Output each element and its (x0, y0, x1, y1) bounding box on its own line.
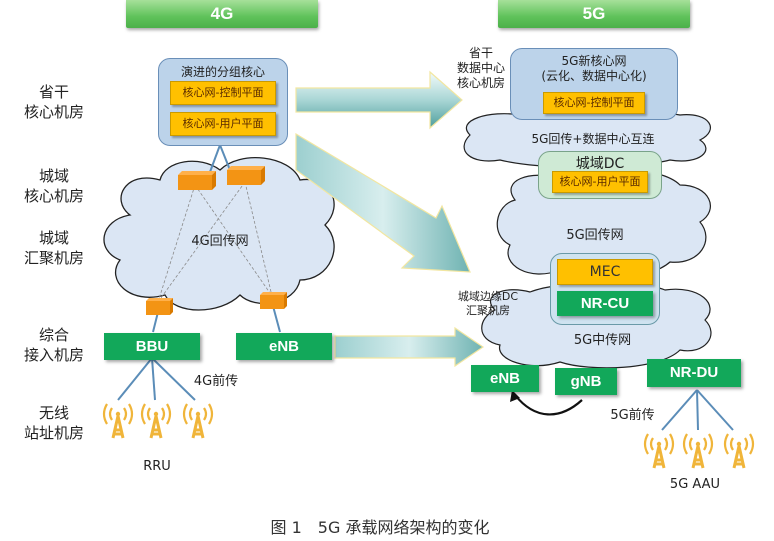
dc-label-line: 数据中心 (456, 61, 505, 75)
row-label-access: 综合 接入机房 (14, 325, 94, 365)
row-label-provincial-core: 省干 核心机房 (14, 82, 94, 122)
row-label-metro-agg: 城域 汇聚机房 (14, 228, 94, 268)
dc-label-line: 省干 (468, 46, 493, 60)
5g-core-control-plane: 核心网-控制平面 (543, 92, 645, 114)
rru-antenna-icon (102, 402, 134, 440)
nr-du-node: NR-DU (647, 359, 741, 387)
edge-dc-label: 城域边缘DC 汇聚机房 (448, 290, 528, 318)
4g-epc-panel: 演进的分组核心 核心网-控制平面 核心网-用户平面 (158, 58, 288, 146)
router-icon (227, 166, 265, 185)
5g-interconnect-label: 5G回传+数据中心互连 (531, 132, 655, 146)
epc-title: 演进的分组核心 (180, 65, 265, 79)
4g-mesh-links (157, 181, 273, 303)
core-title-line: (云化、数据中心化) (541, 69, 647, 83)
row-label-line: 城域 (38, 229, 69, 247)
4g-enb-node: eNB (236, 333, 332, 360)
router-icons (146, 166, 287, 315)
metro-dc-title: 城域DC (575, 156, 625, 172)
aau-antenna-icon (643, 432, 675, 470)
row-label-wireless: 无线 站址机房 (14, 403, 94, 443)
5g-dc-label: 省干 数据中心 核心机房 (448, 46, 514, 91)
5g-midhaul-label: 5G中传网 (573, 333, 632, 348)
row-label-line: 城域 (38, 167, 69, 185)
5g-core-panel: 5G新核心网 (云化、数据中心化) 核心网-控制平面 (510, 48, 678, 120)
gnb-to-enb-arrow (514, 394, 583, 416)
4g-core-links (117, 144, 734, 431)
row-label-line: 站址机房 (23, 424, 84, 442)
row-label-line: 接入机房 (23, 346, 84, 364)
rru-label: RRU (143, 459, 171, 474)
figure-caption: 图 1 5G 承载网络架构的变化 (270, 518, 490, 537)
rru-antenna-icon (182, 402, 214, 440)
router-icon (146, 298, 173, 315)
row-label-line: 核心机房 (23, 187, 84, 205)
4g-core-user-plane: 核心网-用户平面 (170, 112, 276, 136)
row-label-metro-core: 城域 核心机房 (14, 166, 94, 206)
row-label-line: 汇聚机房 (23, 249, 84, 267)
5g-core-user-plane: 核心网-用户平面 (552, 171, 648, 193)
arrow-core-to-core (295, 70, 463, 130)
4g-backhaul-cloud (103, 157, 335, 311)
row-label-line: 综合 (38, 326, 69, 344)
aau-antenna-icon (682, 432, 714, 470)
5g-fronthaul-label: 5G前传 (610, 408, 655, 423)
router-icon (178, 171, 216, 190)
mec-block: MEC (557, 259, 653, 285)
row-label-line: 核心机房 (23, 103, 84, 121)
4g-bbu-node: BBU (104, 333, 200, 360)
row-label-line: 无线 (38, 404, 69, 422)
5g-enb-node: eNB (471, 365, 539, 392)
edge-dc-panel: MEC NR-CU (550, 253, 660, 325)
gnb-node: gNB (555, 368, 617, 395)
edge-label-line: 城域边缘DC (457, 290, 519, 303)
edge-label-line: 汇聚机房 (466, 304, 510, 317)
aau-label: 5G AAU (669, 477, 721, 492)
arrow-core-to-edge (295, 132, 471, 273)
arrow-enb-to-5g (334, 326, 485, 368)
5g-core-title: 5G新核心网 (云化、数据中心化) (511, 54, 677, 84)
4g-fronthaul-label: 4G前传 (193, 374, 239, 389)
5g-backhaul-label: 5G回传网 (566, 228, 624, 243)
router-icon (260, 292, 287, 309)
header-5g: 5G (498, 0, 690, 28)
rru-antenna-icon (140, 402, 172, 440)
row-label-line: 省干 (38, 83, 69, 101)
4g-backhaul-label: 4G回传网 (191, 234, 249, 249)
aau-antenna-icon (723, 432, 755, 470)
nr-cu-node: NR-CU (557, 291, 653, 316)
metro-dc-panel: 城域DC 核心网-用户平面 (538, 151, 662, 199)
core-title-line: 5G新核心网 (561, 54, 627, 68)
dc-label-line: 核心机房 (456, 76, 505, 90)
4g-core-control-plane: 核心网-控制平面 (170, 81, 276, 105)
header-4g: 4G (126, 0, 318, 28)
